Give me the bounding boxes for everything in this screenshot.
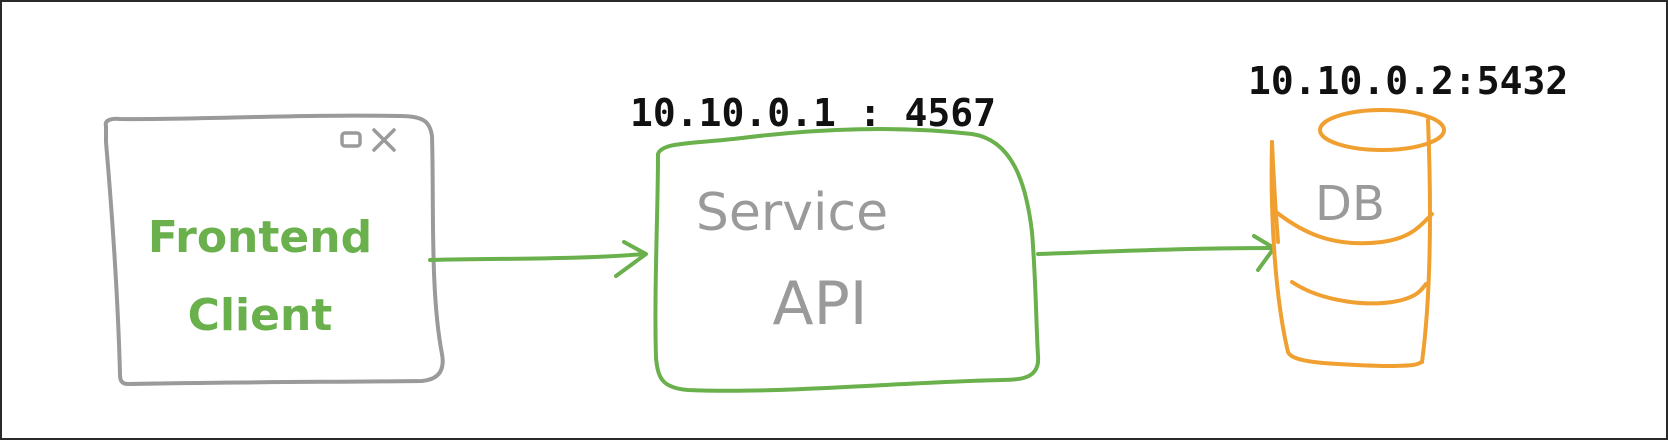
service-box-outline <box>653 127 1041 393</box>
service-label-line2: API <box>773 269 868 339</box>
arrowhead-icon <box>614 240 648 278</box>
client-label-line1: Frontend <box>148 212 372 263</box>
db-top-ellipse <box>1318 108 1446 152</box>
db-label: DB <box>1315 176 1385 232</box>
arrowhead-icon <box>1252 234 1276 272</box>
db-band-1 <box>1274 210 1434 246</box>
connector-client-to-service <box>428 240 648 278</box>
service-label-line1: Service <box>696 183 888 243</box>
client-node[interactable]: Frontend Client <box>103 113 445 386</box>
connector-service-to-database <box>1036 234 1276 272</box>
service-address: 10.10.0.1 : 4567 <box>630 91 996 135</box>
client-box-outline <box>103 113 445 386</box>
database-node[interactable]: DB 10.10.0.2:5432 <box>1248 59 1568 369</box>
window-minimize-close-icon <box>340 128 396 152</box>
service-node[interactable]: Service API 10.10.0.1 : 4567 <box>630 91 1041 393</box>
db-body-outline <box>1269 118 1432 369</box>
db-band-2 <box>1290 280 1428 306</box>
db-address: 10.10.0.2:5432 <box>1248 59 1568 103</box>
client-label-line2: Client <box>188 290 333 341</box>
